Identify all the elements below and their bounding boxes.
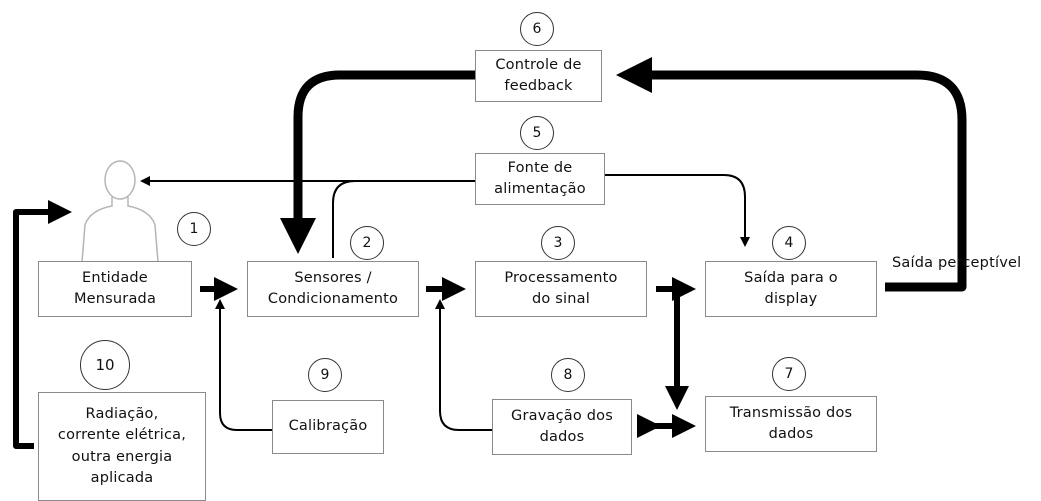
arrow-controle-to-sensores <box>280 70 475 254</box>
number-badge-8: 8 <box>551 358 585 392</box>
arrow-fonte-to-saida <box>605 174 750 247</box>
number-badge-7: 7 <box>772 357 806 391</box>
number-badge-3: 3 <box>541 226 575 260</box>
arrow-saida-perceptivel-to-controle <box>616 57 967 292</box>
arrow-radiacao-to-entidade <box>13 200 72 449</box>
node-processamento-do-sinal: Processamento do sinal <box>475 261 647 317</box>
number-badge-6: 6 <box>520 12 554 46</box>
arrow-gravacao-to-processamento <box>435 299 492 431</box>
arrow-calibracao-to-sensores <box>215 299 272 431</box>
node-sensores-condicionamento: Sensores / Condicionamento <box>247 261 419 317</box>
node-transmissao-dos-dados: Transmissão dos dados <box>705 396 877 452</box>
node-fonte-de-alimentacao: Fonte de alimentação <box>475 153 605 205</box>
number-badge-5: 5 <box>520 116 554 150</box>
human-figure-icon <box>81 160 159 263</box>
node-entidade-mensurada: Entidade Mensurada <box>38 261 192 317</box>
number-badge-4: 4 <box>772 226 806 260</box>
number-badge-2: 2 <box>350 226 384 260</box>
label-saida-perceptivel: Saída perceptível <box>892 255 1022 271</box>
node-gravacao-dos-dados: Gravação dos dados <box>492 399 632 455</box>
node-controle-de-feedback: Controle de feedback <box>475 50 602 102</box>
arrow-fonte-to-sensores <box>332 180 475 258</box>
node-saida-para-o-display: Saída para o display <box>705 261 877 317</box>
node-calibracao: Calibração <box>272 400 384 454</box>
number-badge-10: 10 <box>80 340 130 390</box>
number-badge-9: 9 <box>308 358 342 392</box>
node-radiacao-energia: Radiação, corrente elétrica, outra energ… <box>38 392 206 501</box>
number-badge-1: 1 <box>177 212 211 246</box>
